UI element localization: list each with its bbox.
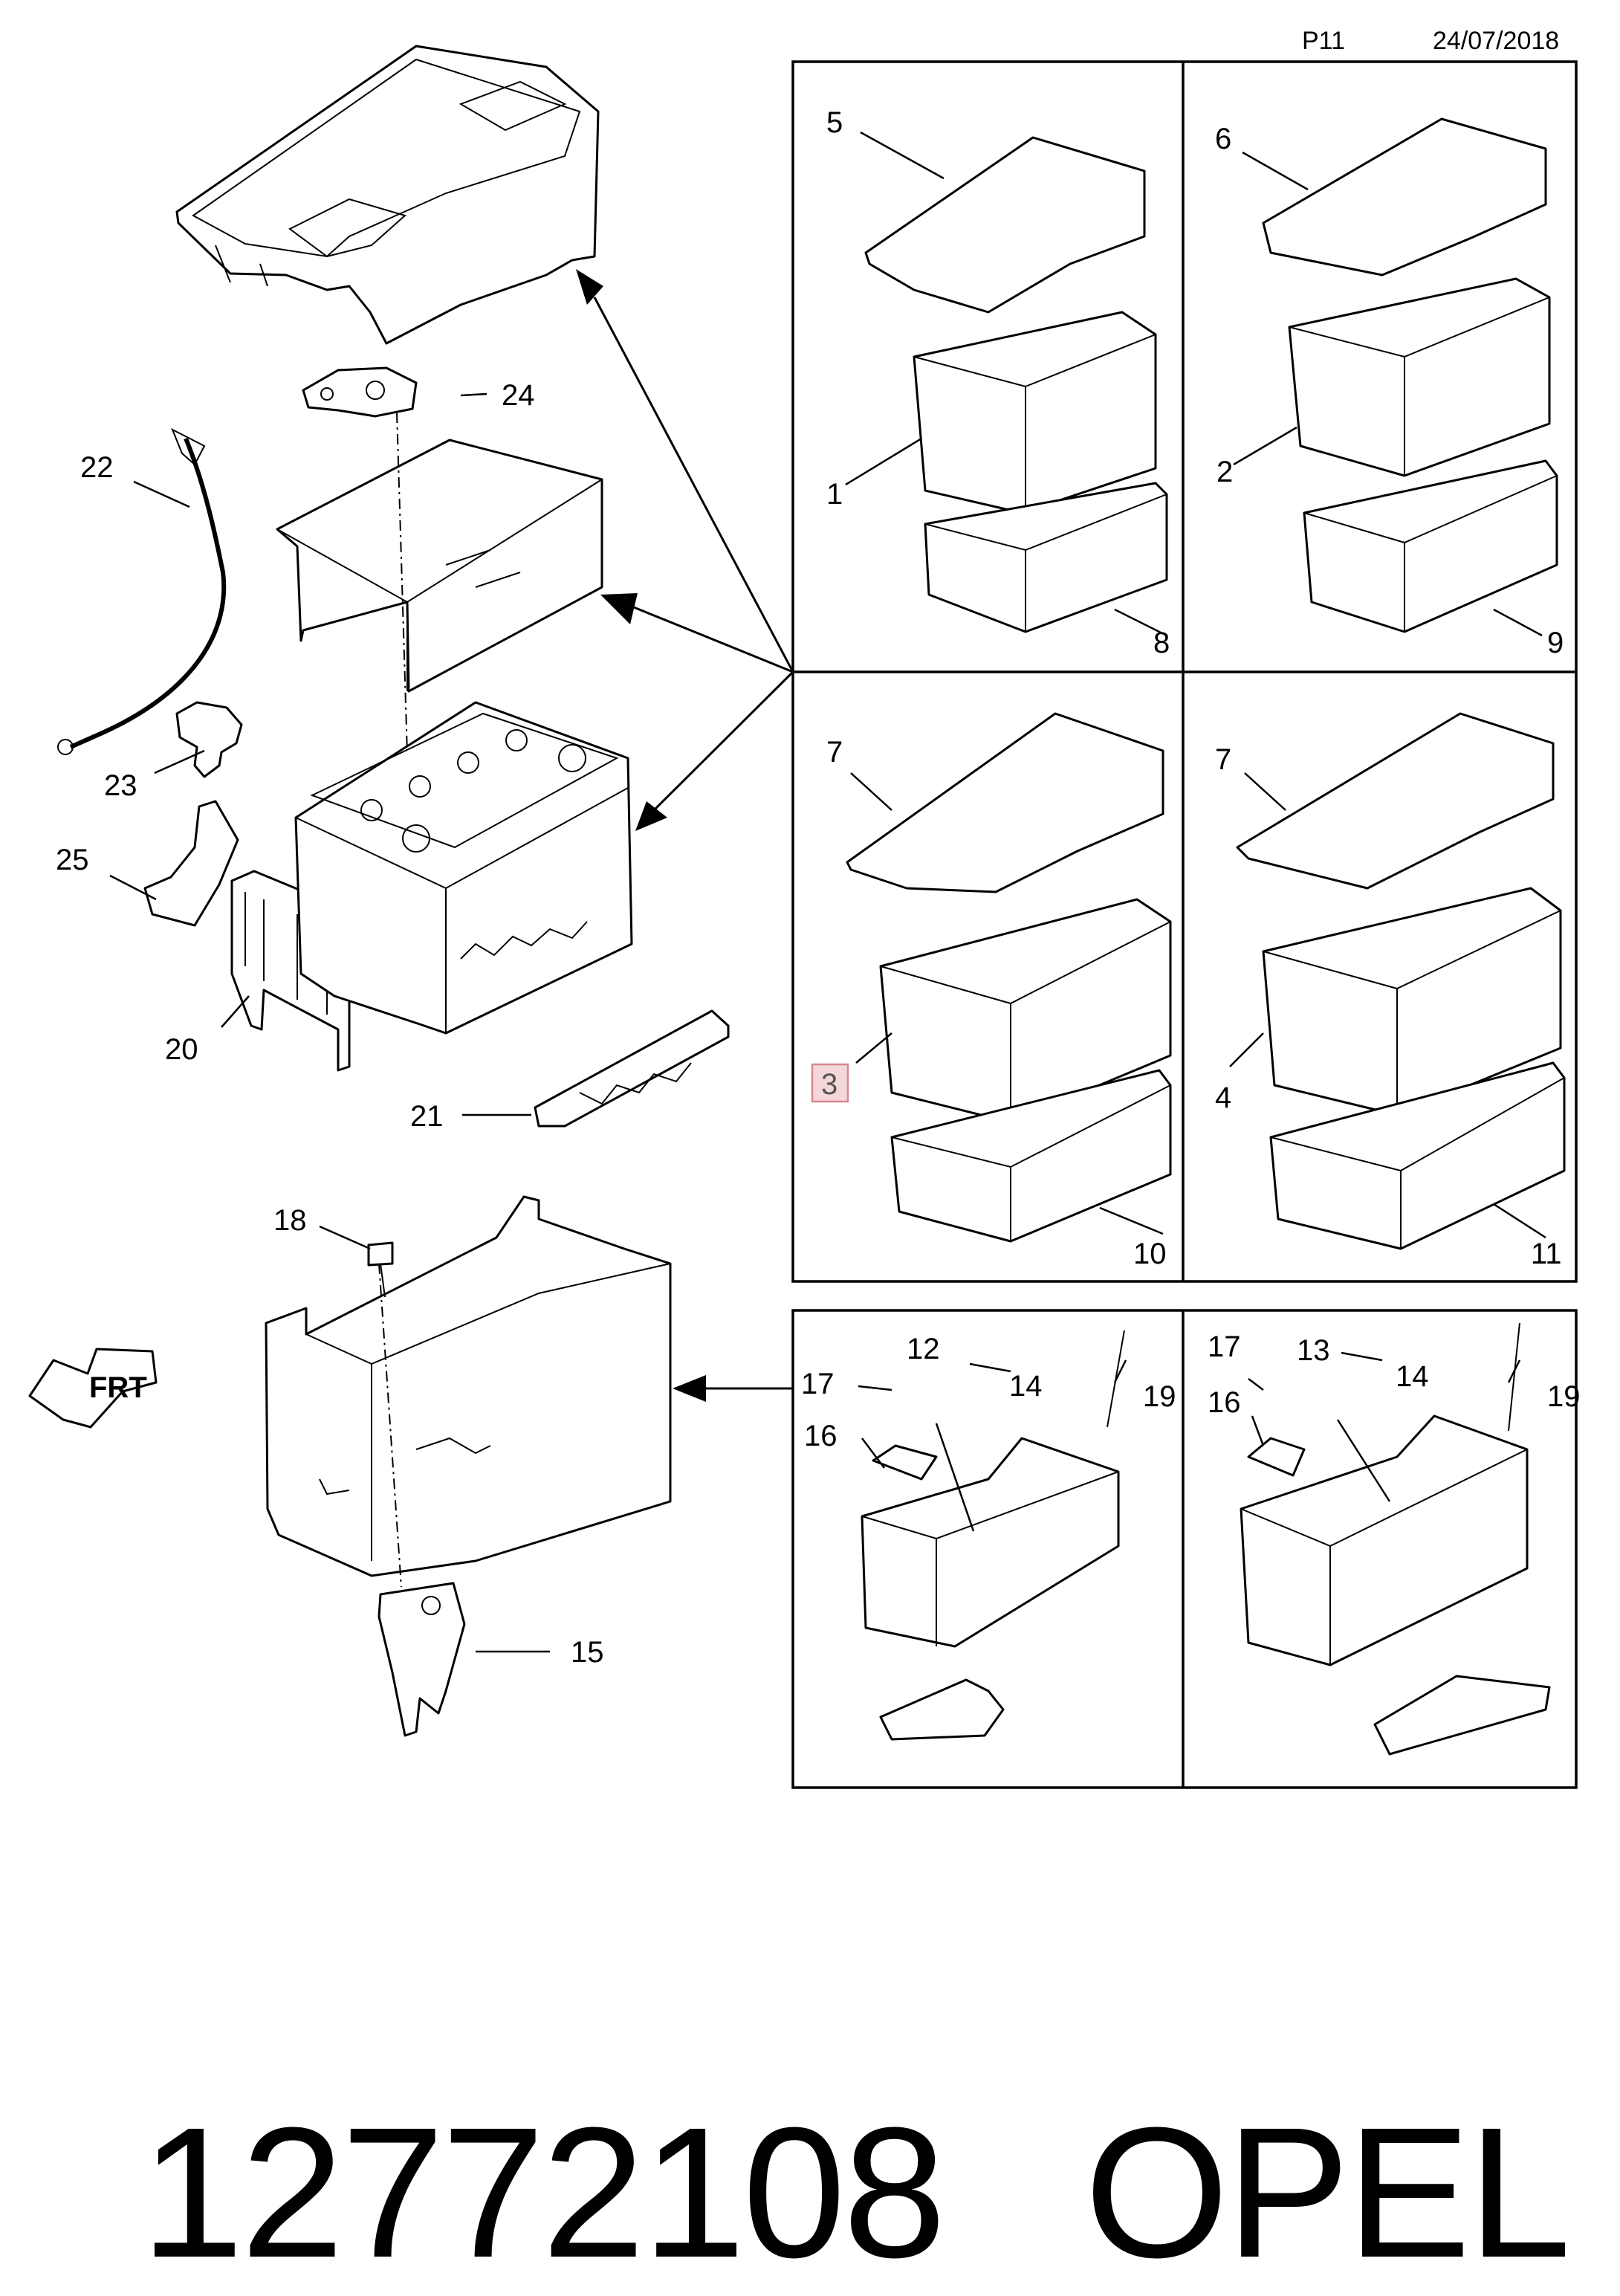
diagram-date: 24/07/2018 bbox=[1433, 27, 1559, 55]
callout-25: 25 bbox=[56, 844, 89, 876]
callout-1: 1 bbox=[826, 478, 843, 511]
callout-6: 6 bbox=[1215, 123, 1231, 155]
page-code: P11 bbox=[1302, 27, 1345, 55]
callout-19-right: 19 bbox=[1547, 1380, 1581, 1413]
callout-4: 4 bbox=[1215, 1081, 1231, 1114]
main-battery bbox=[294, 701, 633, 1035]
terminal-clamp bbox=[302, 366, 418, 418]
callout-2: 2 bbox=[1216, 456, 1233, 488]
ground-cable bbox=[57, 427, 227, 755]
callout-8: 8 bbox=[1153, 627, 1170, 659]
frt-label: FRT bbox=[89, 1371, 147, 1404]
brand-name: OPEL bbox=[1084, 2089, 1571, 2296]
callout-14-left: 14 bbox=[1009, 1370, 1043, 1403]
callout-15: 15 bbox=[571, 1636, 604, 1669]
reference-arrows bbox=[576, 269, 794, 1402]
callout-23: 23 bbox=[104, 769, 137, 802]
callout-24: 24 bbox=[502, 379, 535, 412]
callout-3: 3 bbox=[821, 1068, 837, 1101]
battery-spacer bbox=[534, 1009, 730, 1128]
variant-tray-13-drawing bbox=[1240, 1322, 1551, 1756]
variant-panels-frame bbox=[791, 60, 1578, 1789]
positive-terminal bbox=[175, 701, 243, 778]
callout-16-right: 16 bbox=[1208, 1386, 1241, 1419]
callout-17-right: 17 bbox=[1208, 1330, 1241, 1363]
variant-4-drawing bbox=[1236, 712, 1566, 1250]
variant-tray-12-drawing bbox=[861, 1330, 1125, 1741]
bolt-18 bbox=[367, 1241, 394, 1298]
battery-insulation-box bbox=[276, 439, 603, 693]
front-direction-arrow: FRT bbox=[28, 1348, 158, 1429]
variant-1-drawing bbox=[864, 136, 1168, 633]
battery-carrier-tray bbox=[265, 1195, 672, 1577]
callout-5: 5 bbox=[826, 106, 843, 139]
callout-12: 12 bbox=[907, 1333, 940, 1365]
callout-21: 21 bbox=[410, 1100, 444, 1133]
callout-13: 13 bbox=[1297, 1334, 1330, 1367]
callout-22: 22 bbox=[80, 451, 114, 484]
callout-18: 18 bbox=[273, 1204, 307, 1237]
callout-20: 20 bbox=[165, 1033, 198, 1066]
leader-lines bbox=[109, 131, 1546, 1653]
callout-7-left: 7 bbox=[826, 736, 843, 769]
callout-9: 9 bbox=[1547, 627, 1564, 659]
callout-11: 11 bbox=[1531, 1238, 1562, 1270]
variant-3-drawing bbox=[846, 712, 1172, 1243]
battery-cover bbox=[175, 45, 600, 345]
part-number: 12772108 bbox=[140, 2089, 946, 2296]
footer-title: 12772108 OPEL bbox=[43, 1914, 1571, 2296]
assembly-centerline-main bbox=[396, 412, 411, 852]
parts-diagram: P11 24/07/2018 bbox=[28, 27, 1581, 1789]
variant-2-drawing bbox=[1262, 117, 1558, 633]
callout-19-left: 19 bbox=[1143, 1380, 1176, 1413]
callout-16-left: 16 bbox=[804, 1420, 837, 1452]
highlight-box-3 bbox=[811, 1063, 849, 1103]
callout-10: 10 bbox=[1133, 1238, 1167, 1270]
callout-7-right: 7 bbox=[1215, 743, 1231, 776]
callout-17-left: 17 bbox=[801, 1368, 835, 1400]
hold-down-clamp bbox=[378, 1582, 466, 1737]
callout-14-right: 14 bbox=[1396, 1360, 1429, 1393]
cable-bracket bbox=[143, 800, 239, 927]
